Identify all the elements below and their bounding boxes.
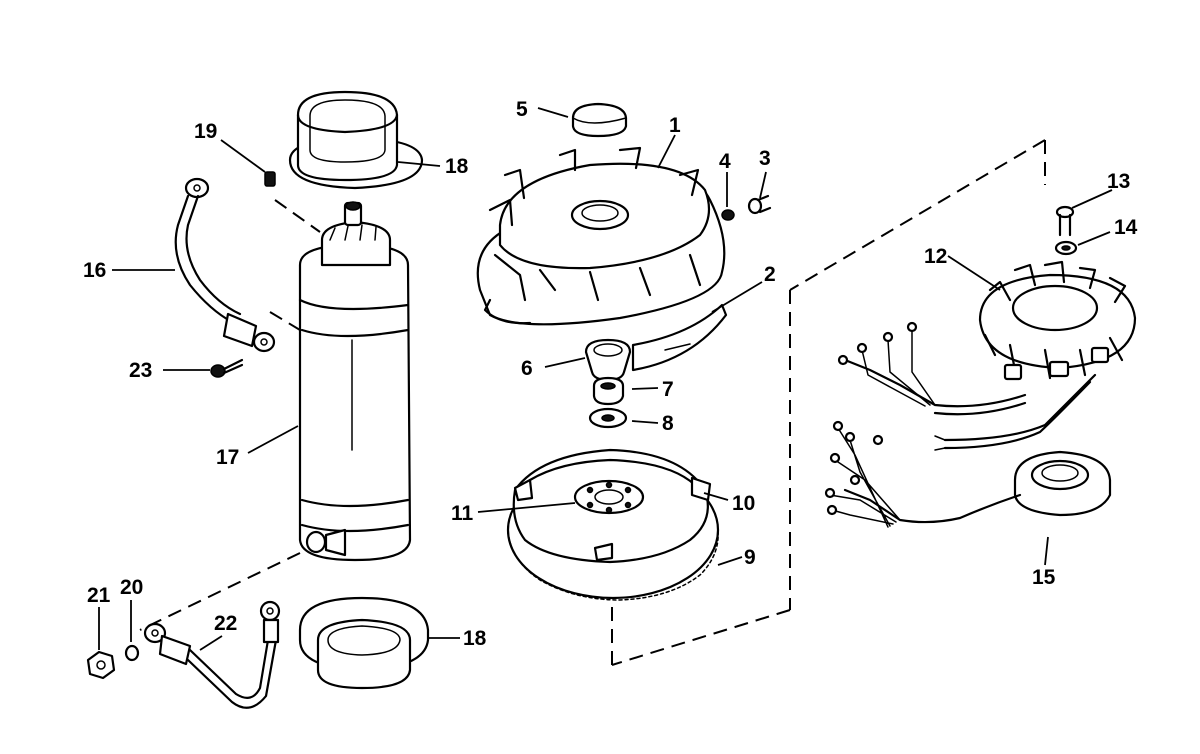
callout-20: 20	[120, 576, 143, 599]
washer-4	[721, 209, 735, 221]
starter-motor	[298, 201, 412, 562]
starter-bracket-bottom	[298, 596, 430, 690]
screw-13	[1055, 205, 1075, 237]
flywheel	[506, 448, 720, 601]
callout-19: 19	[194, 120, 217, 143]
callout-1: 1	[669, 114, 681, 137]
hex-nut-21	[86, 650, 116, 680]
band-2	[631, 303, 728, 372]
assembly-boundary	[139, 139, 1046, 666]
battery-cable-22	[143, 600, 281, 709]
stator-wire-harness	[837, 321, 1097, 451]
nut-7	[592, 376, 625, 406]
callout-8: 8	[662, 412, 674, 435]
callout-23: 23	[129, 359, 152, 382]
callout-2: 2	[764, 263, 776, 286]
leader-lines	[98, 107, 1113, 651]
callout-21: 21	[87, 584, 111, 607]
callout-4: 4	[719, 150, 731, 173]
callout-17: 17	[216, 446, 239, 469]
bushing-6	[584, 338, 632, 382]
callout-11: 11	[451, 502, 474, 525]
battery-cable-16	[174, 177, 276, 353]
callout-13: 13	[1107, 170, 1130, 193]
callout-12: 12	[924, 245, 947, 268]
washer-8	[588, 407, 628, 429]
callout-14: 14	[1114, 216, 1138, 239]
cap-5	[571, 102, 628, 138]
callout-3: 3	[759, 147, 771, 170]
starter-bracket-top	[288, 90, 424, 190]
callout-16: 16	[83, 259, 106, 282]
washer-14	[1054, 240, 1078, 256]
callout-15: 15	[1032, 566, 1056, 589]
callout-22: 22	[214, 612, 237, 635]
lock-washer-20	[124, 644, 140, 662]
callout-5: 5	[516, 98, 528, 121]
callout-10: 10	[732, 492, 755, 515]
screw-3	[747, 194, 772, 215]
stator	[978, 260, 1137, 381]
trigger	[824, 420, 1112, 528]
callout-6: 6	[521, 357, 533, 380]
callout-numbers: 1 2 3 4 5 6 7 8 9 10 11 12 13 14 15 16 1…	[83, 98, 1138, 650]
screw-23	[210, 358, 244, 378]
callout-9: 9	[744, 546, 756, 569]
screw-19	[264, 171, 276, 187]
flywheel-cover	[476, 146, 726, 326]
callout-18-top: 18	[445, 155, 469, 178]
callout-7: 7	[662, 378, 674, 401]
callout-18-bottom: 18	[463, 627, 487, 650]
